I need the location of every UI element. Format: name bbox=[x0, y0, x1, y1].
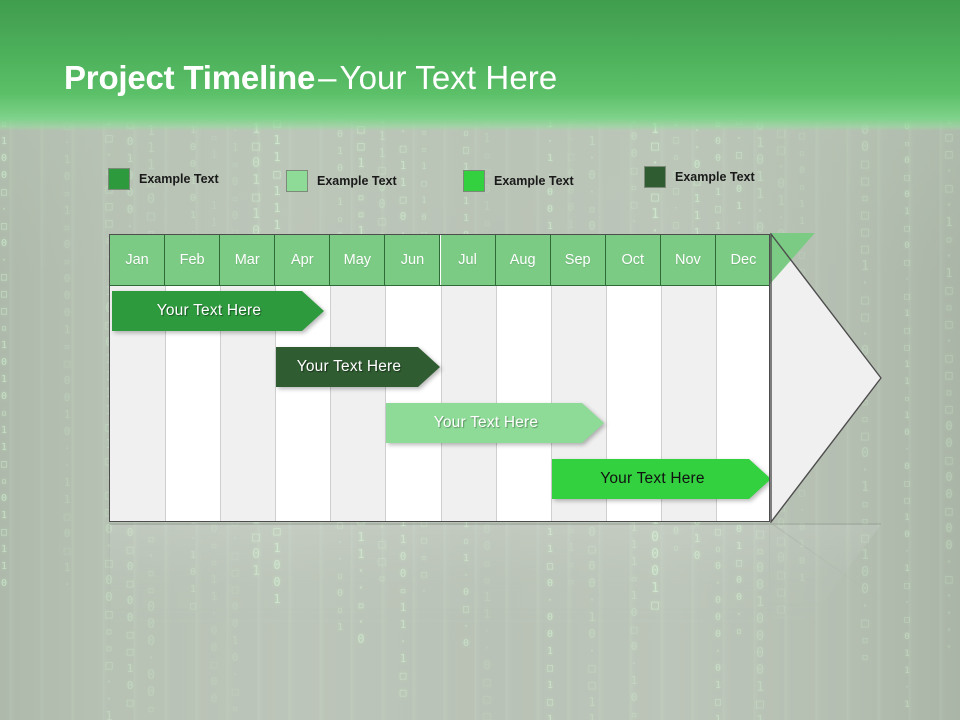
month-header-underline bbox=[110, 285, 769, 286]
timeline-bar-shape bbox=[276, 347, 440, 387]
month-header-mar[interactable]: Mar bbox=[220, 235, 276, 285]
page-title-light: Your Text Here bbox=[339, 59, 558, 96]
timeline-bar-shape bbox=[112, 291, 324, 331]
column-separator bbox=[275, 235, 277, 521]
legend-item-2[interactable]: Example Text bbox=[286, 170, 397, 192]
legend-label: Example Text bbox=[317, 174, 397, 188]
column-separator bbox=[220, 235, 222, 521]
month-header-feb[interactable]: Feb bbox=[165, 235, 221, 285]
column-separator bbox=[660, 235, 662, 521]
timeline-bar-3[interactable]: Your Text Here bbox=[386, 403, 604, 443]
timeline-bar-shape bbox=[386, 403, 604, 443]
timeline-bar-shape bbox=[552, 459, 770, 499]
legend-item-1[interactable]: Example Text bbox=[108, 168, 219, 190]
column-separator bbox=[605, 235, 607, 521]
month-header-jan[interactable]: Jan bbox=[110, 235, 166, 285]
page-title-strong: Project Timeline bbox=[64, 59, 316, 96]
column-separator bbox=[440, 235, 442, 521]
timeline-bar-2[interactable]: Your Text Here bbox=[276, 347, 440, 387]
timeline-bar-label: Your Text Here bbox=[600, 470, 705, 487]
timeline-bar-label: Your Text Here bbox=[296, 358, 402, 375]
timeline-bar-1[interactable]: Your Text Here bbox=[112, 291, 324, 331]
legend-item-3[interactable]: Example Text bbox=[463, 170, 574, 192]
month-header-aug[interactable]: Aug bbox=[495, 235, 551, 285]
column-separator bbox=[165, 235, 167, 521]
column-separator bbox=[495, 235, 497, 521]
legend-label: Example Text bbox=[139, 172, 219, 186]
column-separator bbox=[715, 235, 717, 521]
month-header-apr[interactable]: Apr bbox=[275, 235, 331, 285]
legend-label: Example Text bbox=[494, 174, 574, 188]
timeline-arrowhead-outline bbox=[770, 233, 882, 523]
month-header-jul[interactable]: Jul bbox=[440, 235, 496, 285]
page-title-dash: – bbox=[318, 59, 337, 96]
column-separator bbox=[550, 235, 552, 521]
timeline-bar-label: Your Text Here bbox=[433, 414, 539, 431]
month-header-sep[interactable]: Sep bbox=[550, 235, 606, 285]
legend-label: Example Text bbox=[675, 170, 755, 184]
legend-item-4[interactable]: Example Text bbox=[644, 166, 755, 188]
page-title: Project Timeline–Your Text Here bbox=[64, 57, 557, 99]
timeline-arrowhead bbox=[770, 233, 882, 523]
month-header-jun[interactable]: Jun bbox=[385, 235, 441, 285]
month-header-dec[interactable]: Dec bbox=[715, 235, 769, 285]
month-header-may[interactable]: May bbox=[330, 235, 386, 285]
header-band: Project Timeline–Your Text Here bbox=[0, 0, 960, 131]
legend-swatch-icon bbox=[644, 166, 666, 188]
legend: Example Text Example Text Example Text Exam… bbox=[108, 166, 808, 198]
timeline-bar-4[interactable]: Your Text Here bbox=[552, 459, 770, 499]
legend-swatch-icon bbox=[286, 170, 308, 192]
timeline-bar-label: Your Text Here bbox=[156, 302, 262, 319]
month-header-oct[interactable]: Oct bbox=[605, 235, 661, 285]
legend-swatch-icon bbox=[108, 168, 130, 190]
legend-swatch-icon bbox=[463, 170, 485, 192]
month-header-nov[interactable]: Nov bbox=[660, 235, 716, 285]
